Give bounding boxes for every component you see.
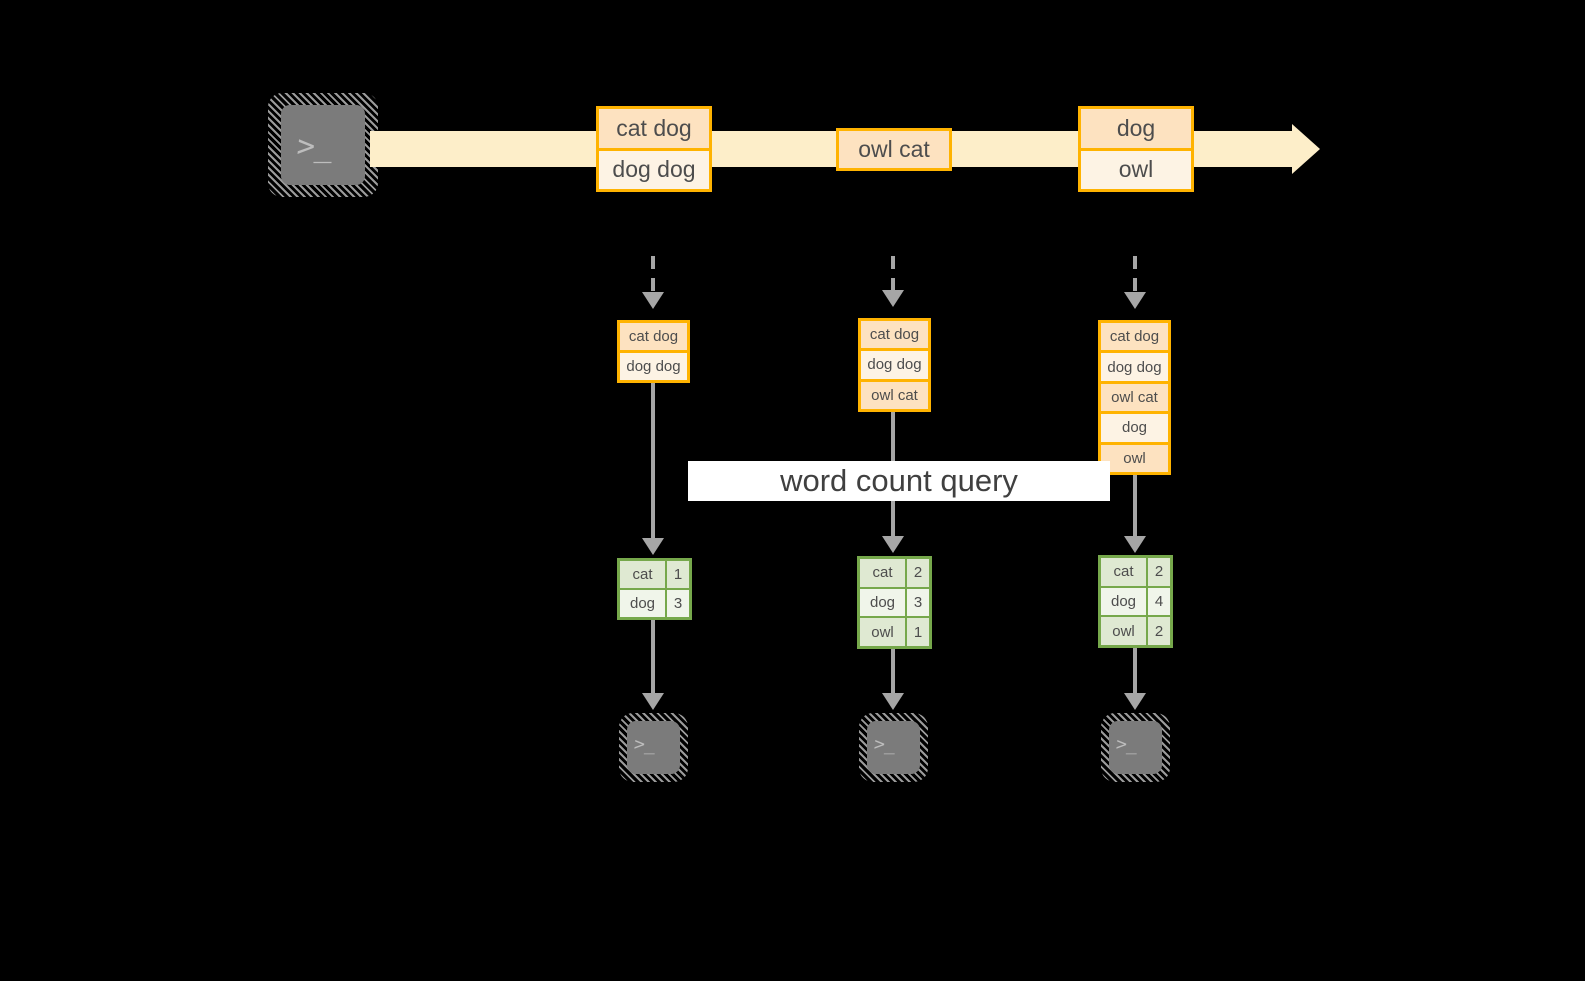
- stream-event-1[interactable]: cat dog dog dog: [596, 106, 712, 192]
- snapshot-1-result-table[interactable]: cat 1 dog 3: [617, 558, 692, 620]
- stream-event-3-line-2: owl: [1081, 147, 1191, 189]
- query-label: word count query: [688, 461, 1110, 501]
- snapshot-1-consumer-terminal-icon[interactable]: [627, 721, 680, 774]
- snapshot-2-input-line-3: owl cat: [861, 378, 928, 409]
- snapshot-2-tap-line: [891, 256, 895, 294]
- table-row: cat 2: [1101, 558, 1170, 586]
- result-word: owl: [1101, 617, 1146, 646]
- snapshot-2-tap-arrowhead-icon: [882, 290, 904, 307]
- stream-arrow-right-icon: [1292, 124, 1320, 174]
- stream-event-1-line-1: cat dog: [599, 109, 709, 148]
- table-row: owl 1: [860, 616, 929, 647]
- result-word: dog: [620, 590, 665, 617]
- snapshot-2-consumer-terminal-icon[interactable]: [867, 721, 920, 774]
- result-word: cat: [620, 561, 665, 588]
- snapshot-1-input-line-1: cat dog: [620, 323, 687, 350]
- snapshot-3-input-line-5: owl: [1101, 441, 1168, 473]
- result-word: cat: [1101, 558, 1146, 586]
- snapshot-1-output-arrowhead-icon: [642, 693, 664, 710]
- table-row: cat 1: [620, 561, 689, 588]
- snapshot-2-output-arrowhead-icon: [882, 693, 904, 710]
- snapshot-3-output-arrowhead-icon: [1124, 693, 1146, 710]
- snapshot-2-input-line-2: dog dog: [861, 348, 928, 379]
- stream-event-1-line-2: dog dog: [599, 147, 709, 189]
- snapshot-2-result-table[interactable]: cat 2 dog 3 owl 1: [857, 556, 932, 649]
- snapshot-1-input[interactable]: cat dog dog dog: [617, 320, 690, 383]
- snapshot-2-consumer-glyph: >_: [872, 734, 897, 755]
- snapshot-1-consumer-glyph: >_: [632, 734, 657, 755]
- snapshot-1-tap-line: [651, 256, 655, 294]
- stream-event-2-line-1: owl cat: [839, 131, 949, 168]
- result-count: 2: [1146, 558, 1170, 586]
- snapshot-1-tap-arrowhead-icon: [642, 292, 664, 309]
- result-word: cat: [860, 559, 905, 587]
- stream-event-3-line-1: dog: [1081, 109, 1191, 148]
- snapshot-2-input-line-1: cat dog: [861, 321, 928, 349]
- snapshot-2-input[interactable]: cat dog dog dog owl cat: [858, 318, 931, 412]
- result-count: 2: [1146, 617, 1170, 646]
- snapshot-3-input-line-2: dog dog: [1101, 350, 1168, 381]
- result-count: 4: [1146, 587, 1170, 616]
- snapshot-1-output-line: [651, 620, 655, 695]
- snapshot-3-input[interactable]: cat dog dog dog owl cat dog owl: [1098, 320, 1171, 475]
- snapshot-3-output-line: [1133, 648, 1137, 695]
- result-word: dog: [1101, 587, 1146, 616]
- snapshot-3-input-line-1: cat dog: [1101, 323, 1168, 351]
- snapshot-1-input-line-2: dog dog: [620, 350, 687, 380]
- result-count: 3: [665, 590, 689, 617]
- producer-terminal-glyph: >_: [295, 129, 336, 164]
- snapshot-3-input-line-4: dog: [1101, 411, 1168, 442]
- result-count: 1: [665, 561, 689, 588]
- snapshot-3-result-table[interactable]: cat 2 dog 4 owl 2: [1098, 555, 1173, 648]
- snapshot-3-query-arrowhead-icon: [1124, 536, 1146, 553]
- snapshot-3-tap-line: [1133, 256, 1137, 294]
- table-row: owl 2: [1101, 615, 1170, 646]
- table-row: dog 4: [1101, 585, 1170, 616]
- snapshot-3-input-line-3: owl cat: [1101, 380, 1168, 412]
- result-word: dog: [860, 588, 905, 617]
- snapshot-1-query-arrowhead-icon: [642, 538, 664, 555]
- snapshot-3-tap-arrowhead-icon: [1124, 292, 1146, 309]
- producer-terminal-icon[interactable]: [281, 105, 365, 185]
- result-count: 3: [905, 588, 929, 617]
- snapshot-2-query-arrowhead-icon: [882, 536, 904, 553]
- table-row: dog 3: [860, 586, 929, 617]
- result-word: owl: [860, 618, 905, 647]
- table-row: cat 2: [860, 559, 929, 587]
- result-count: 1: [905, 618, 929, 647]
- snapshot-1-query-line: [651, 383, 655, 540]
- snapshot-3-query-line: [1133, 475, 1137, 538]
- snapshot-3-consumer-terminal-icon[interactable]: [1109, 721, 1162, 774]
- snapshot-2-output-line: [891, 649, 895, 695]
- stream-event-3[interactable]: dog owl: [1078, 106, 1194, 192]
- snapshot-3-consumer-glyph: >_: [1114, 734, 1139, 755]
- stream-event-2[interactable]: owl cat: [836, 128, 952, 171]
- result-count: 2: [905, 559, 929, 587]
- table-row: dog 3: [620, 588, 689, 617]
